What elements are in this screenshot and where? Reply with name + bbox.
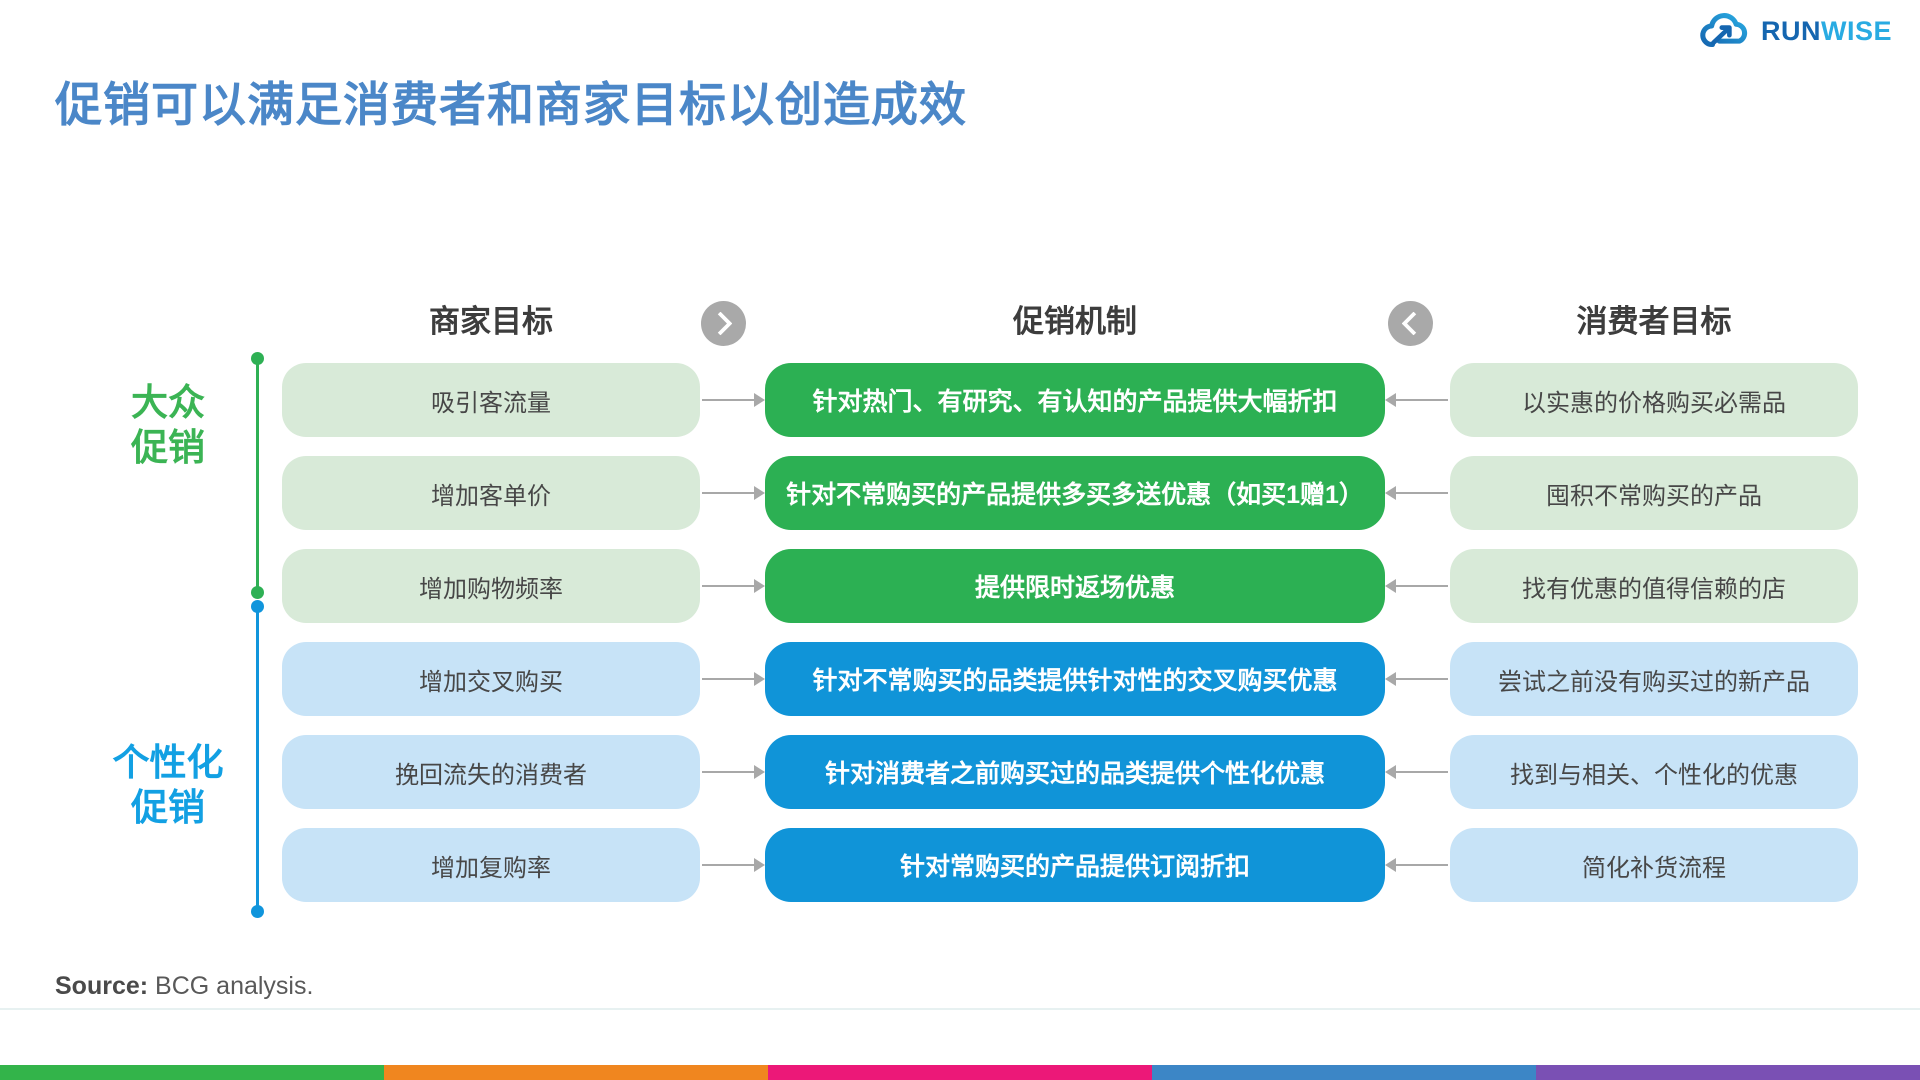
merchant-goal-box: 增加交叉购买	[282, 642, 700, 716]
footer-bar-segment-purple	[1536, 1065, 1920, 1080]
footer-bar-segment-pink	[768, 1065, 1152, 1080]
chevron-right-circle-icon	[701, 301, 746, 346]
consumer-goal-box: 囤积不常购买的产品	[1450, 456, 1858, 530]
footer-bar-segment-green	[0, 1065, 384, 1080]
header-merchant-goals: 商家目标	[429, 304, 553, 339]
mass-group-line-top-dot	[251, 352, 264, 365]
footer-bar-segment-blue	[1152, 1065, 1536, 1080]
footer-color-bar	[0, 1065, 1920, 1080]
promo-row-1: 吸引客流量 针对热门、有研究、有认知的产品提供大幅折扣 以实惠的价格购买必需品	[0, 363, 1920, 437]
personalized-group-line-top-dot	[251, 600, 264, 613]
consumer-goal-box: 找到与相关、个性化的优惠	[1450, 735, 1858, 809]
runwise-logo: RUNWISE	[1699, 10, 1892, 52]
source-text: BCG analysis.	[148, 972, 314, 1000]
promo-row-2: 增加客单价 针对不常购买的产品提供多买多送优惠（如买1赠1） 囤积不常购买的产品	[0, 456, 1920, 530]
group-label-mass-promo: 大众 促销	[131, 382, 205, 469]
consumer-goal-box: 尝试之前没有购买过的新产品	[1450, 642, 1858, 716]
merchant-goal-label: 挽回流失的消费者	[395, 761, 587, 789]
merchant-goal-label: 增加客单价	[431, 482, 551, 510]
source-label: Source:	[55, 972, 149, 1000]
arrow-right-icon	[702, 765, 765, 779]
mass-group-line-bottom-dot	[251, 586, 264, 599]
mechanism-label: 针对消费者之前购买过的品类提供个性化优惠	[824, 760, 1325, 788]
arrow-left-icon	[1385, 486, 1448, 500]
consumer-goal-box: 简化补货流程	[1450, 828, 1858, 902]
mechanism-box: 针对常购买的产品提供订阅折扣	[765, 828, 1385, 902]
merchant-goal-box: 增加购物频率	[282, 549, 700, 623]
merchant-goal-box: 挽回流失的消费者	[282, 735, 700, 809]
promo-row-5: 挽回流失的消费者 针对消费者之前购买过的品类提供个性化优惠 找到与相关、个性化的…	[0, 735, 1920, 809]
arrow-right-icon	[702, 672, 765, 686]
arrow-left-icon	[1385, 765, 1448, 779]
personalized-group-line	[256, 606, 259, 911]
footer-bar-segment-orange	[384, 1065, 768, 1080]
mechanism-label: 针对不常购买的产品提供多买多送优惠（如买1赠1）	[786, 481, 1364, 509]
chevron-left-circle-icon	[1388, 301, 1433, 346]
arrow-left-icon	[1385, 579, 1448, 593]
merchant-goal-label: 增加购物频率	[419, 575, 563, 603]
mass-group-line	[256, 358, 259, 592]
promo-row-6: 增加复购率 针对常购买的产品提供订阅折扣 简化补货流程	[0, 828, 1920, 902]
mechanism-label: 针对常购买的产品提供订阅折扣	[899, 853, 1250, 881]
consumer-goal-label: 以实惠的价格购买必需品	[1522, 389, 1786, 417]
cloud-arrow-icon	[1700, 13, 1748, 48]
mechanism-label: 提供限时返场优惠	[974, 574, 1175, 602]
merchant-goal-box: 吸引客流量	[282, 363, 700, 437]
consumer-goal-box: 找有优惠的值得信赖的店	[1450, 549, 1858, 623]
consumer-goal-box: 以实惠的价格购买必需品	[1450, 363, 1858, 437]
arrow-right-icon	[702, 579, 765, 593]
mechanism-box: 针对不常购买的产品提供多买多送优惠（如买1赠1）	[765, 456, 1385, 530]
promo-row-4: 增加交叉购买 针对不常购买的品类提供针对性的交叉购买优惠 尝试之前没有购买过的新…	[0, 642, 1920, 716]
consumer-goal-label: 尝试之前没有购买过的新产品	[1498, 668, 1810, 696]
consumer-goal-label: 囤积不常购买的产品	[1546, 482, 1762, 510]
chevron-left-icon	[1401, 311, 1426, 336]
consumer-goal-label: 简化补货流程	[1582, 854, 1726, 882]
mechanism-box: 针对热门、有研究、有认知的产品提供大幅折扣	[765, 363, 1385, 437]
arrow-right-icon	[702, 486, 765, 500]
personalized-group-line-bottom-dot	[251, 905, 264, 918]
group-label-personalized-promo: 个性化 促销	[112, 742, 224, 829]
mechanism-box: 提供限时返场优惠	[765, 549, 1385, 623]
header-promo-mechanism: 促销机制	[1013, 304, 1137, 339]
merchant-goal-box: 增加复购率	[282, 828, 700, 902]
logo-run-text: RUN	[1760, 15, 1821, 46]
arrow-left-icon	[1385, 858, 1448, 872]
mechanism-label: 针对不常购买的品类提供针对性的交叉购买优惠	[812, 667, 1338, 695]
mechanism-box: 针对不常购买的品类提供针对性的交叉购买优惠	[765, 642, 1385, 716]
arrow-right-icon	[702, 858, 765, 872]
arrow-left-icon	[1385, 672, 1448, 686]
consumer-goal-label: 找有优惠的值得信赖的店	[1522, 575, 1786, 603]
footer-divider	[0, 1008, 1920, 1010]
mechanism-label: 针对热门、有研究、有认知的产品提供大幅折扣	[812, 388, 1338, 416]
chevron-right-icon	[708, 311, 733, 336]
consumer-goal-label: 找到与相关、个性化的优惠	[1510, 761, 1798, 789]
arrow-right-icon	[702, 393, 765, 407]
arrow-left-icon	[1385, 393, 1448, 407]
header-consumer-goals: 消费者目标	[1576, 304, 1732, 339]
promo-row-3: 增加购物频率 提供限时返场优惠 找有优惠的值得信赖的店	[0, 549, 1920, 623]
source-note: Source: BCG analysis.	[55, 972, 313, 1001]
merchant-goal-box: 增加客单价	[282, 456, 700, 530]
logo-wordmark: RUNWISE	[1761, 16, 1892, 47]
page-title: 促销可以满足消费者和商家目标以创造成效	[55, 78, 967, 131]
mechanism-box: 针对消费者之前购买过的品类提供个性化优惠	[765, 735, 1385, 809]
merchant-goal-label: 增加复购率	[431, 854, 551, 882]
merchant-goal-label: 吸引客流量	[431, 389, 551, 417]
merchant-goal-label: 增加交叉购买	[419, 668, 563, 696]
logo-wise-text: WISE	[1820, 15, 1892, 46]
